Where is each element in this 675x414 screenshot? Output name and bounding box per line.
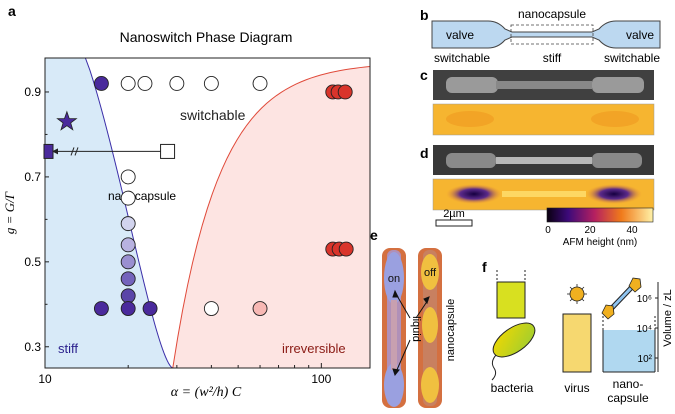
chart-title: Nanoswitch Phase Diagram xyxy=(120,29,293,45)
nanocapsule-container xyxy=(602,316,656,373)
valve-left-label: valve xyxy=(446,28,474,42)
data-point xyxy=(169,76,185,91)
data-point xyxy=(203,76,219,91)
nanocapsule-marker-filled xyxy=(43,143,54,159)
data-point xyxy=(337,84,353,100)
data-point xyxy=(93,76,109,91)
micrograph-on xyxy=(382,248,406,408)
scale-bar xyxy=(435,219,473,227)
stiff-label: stiff xyxy=(543,51,562,65)
switchable-right-label: switchable xyxy=(604,51,660,65)
data-point xyxy=(252,301,268,316)
region-label-stiff: stiff xyxy=(58,341,78,356)
x-tick-label: 100 xyxy=(311,372,331,386)
arrow-break xyxy=(70,147,75,156)
arrow-break xyxy=(74,147,79,156)
data-point xyxy=(120,190,136,206)
nanocapsule-box xyxy=(510,24,594,45)
nanocapsule-label-f-2: capsule xyxy=(607,391,649,405)
panel-label-a: a xyxy=(8,3,16,19)
irreversible-region xyxy=(172,66,370,368)
data-point xyxy=(93,301,109,316)
data-point xyxy=(338,241,354,257)
liquid-arrows xyxy=(392,289,430,377)
afm-image-d-gray xyxy=(433,145,654,175)
bacteria-container xyxy=(496,270,526,319)
liquid-label: liquid xyxy=(410,316,422,342)
nanocapsule-label: nanocapsule xyxy=(518,7,586,21)
nanocapsule-icon xyxy=(601,277,642,320)
axis-ticks: 0.3 0.5 0.7 0.9 10 100 xyxy=(24,85,331,386)
irreversible-boundary-curve xyxy=(172,65,370,368)
nanocapsule-side-label: nanocapsule xyxy=(445,299,457,361)
volume-tick-6: 10⁶ xyxy=(637,294,652,305)
data-point xyxy=(120,288,136,304)
nanocapsule-annotation: nanocapsule xyxy=(108,189,176,203)
volume-axis xyxy=(655,282,659,372)
colorbar-tick-0: 0 xyxy=(545,225,551,236)
stiff-boundary-curve xyxy=(84,58,174,368)
arrow-head xyxy=(52,148,58,155)
switchable-left-label: switchable xyxy=(434,51,490,65)
data-point xyxy=(120,237,136,253)
y-tick-label: 0.5 xyxy=(24,255,41,269)
region-label-switchable: switchable xyxy=(180,107,246,123)
afm-image-c-gray xyxy=(433,70,654,100)
nanocapsule-arrow xyxy=(43,143,176,159)
data-point xyxy=(120,216,136,232)
virus-container xyxy=(562,313,592,373)
virus-label: virus xyxy=(564,381,589,395)
bacteria-label: bacteria xyxy=(491,381,534,395)
star-marker xyxy=(56,110,78,131)
bacteria-icon xyxy=(491,322,536,381)
virus-icon xyxy=(567,284,587,304)
colorbar-tick-40: 40 xyxy=(626,225,638,236)
data-point xyxy=(120,169,136,185)
y-tick-label: 0.7 xyxy=(24,170,41,184)
volume-tick-2: 10² xyxy=(638,354,653,365)
panel-label-f: f xyxy=(482,259,487,275)
colorbar-label: AFM height (nm) xyxy=(563,237,637,248)
panel-label-d: d xyxy=(420,145,429,161)
x-axis-label: α = (w²/h) C xyxy=(171,385,242,400)
volume-tick-4: 10⁴ xyxy=(637,324,652,335)
y-tick-label: 0.9 xyxy=(24,85,41,99)
data-point xyxy=(142,301,158,316)
scale-bar-label: 2µm xyxy=(443,208,465,220)
y-axis-label: g = G/Γ xyxy=(2,191,17,234)
colorbar-tick-20: 20 xyxy=(584,225,596,236)
on-label: on xyxy=(388,273,400,285)
data-point xyxy=(120,254,136,270)
micrograph-off xyxy=(418,248,442,408)
y-tick-label: 0.3 xyxy=(24,340,41,354)
stiff-region xyxy=(45,58,173,368)
colorbar xyxy=(546,207,654,223)
region-label-irreversible: irreversible xyxy=(282,341,346,356)
data-points xyxy=(56,76,354,316)
data-point xyxy=(203,301,219,316)
data-point xyxy=(252,76,268,91)
data-point xyxy=(120,271,136,287)
valve-right-label: valve xyxy=(626,28,654,42)
data-point xyxy=(120,76,136,91)
nanocapsule-label-f-1: nano- xyxy=(613,377,644,391)
off-label: off xyxy=(424,267,437,279)
panel-label-c: c xyxy=(420,67,428,83)
data-point xyxy=(137,76,153,91)
plot-frame xyxy=(44,57,371,369)
volume-axis-label: Volume / zL xyxy=(662,289,674,346)
nanocapsule-marker-open xyxy=(160,143,176,159)
afm-image-c-color xyxy=(432,103,655,136)
data-point xyxy=(120,301,136,316)
afm-image-d-color xyxy=(432,178,655,211)
plot-regions xyxy=(45,58,370,368)
panel-label-e: e xyxy=(370,227,378,243)
panel-label-b: b xyxy=(420,7,429,23)
x-tick-label: 10 xyxy=(38,372,52,386)
channel-outline xyxy=(431,20,661,49)
channel-schematic: valve valve nanocapsule switchable stiff… xyxy=(431,7,661,65)
